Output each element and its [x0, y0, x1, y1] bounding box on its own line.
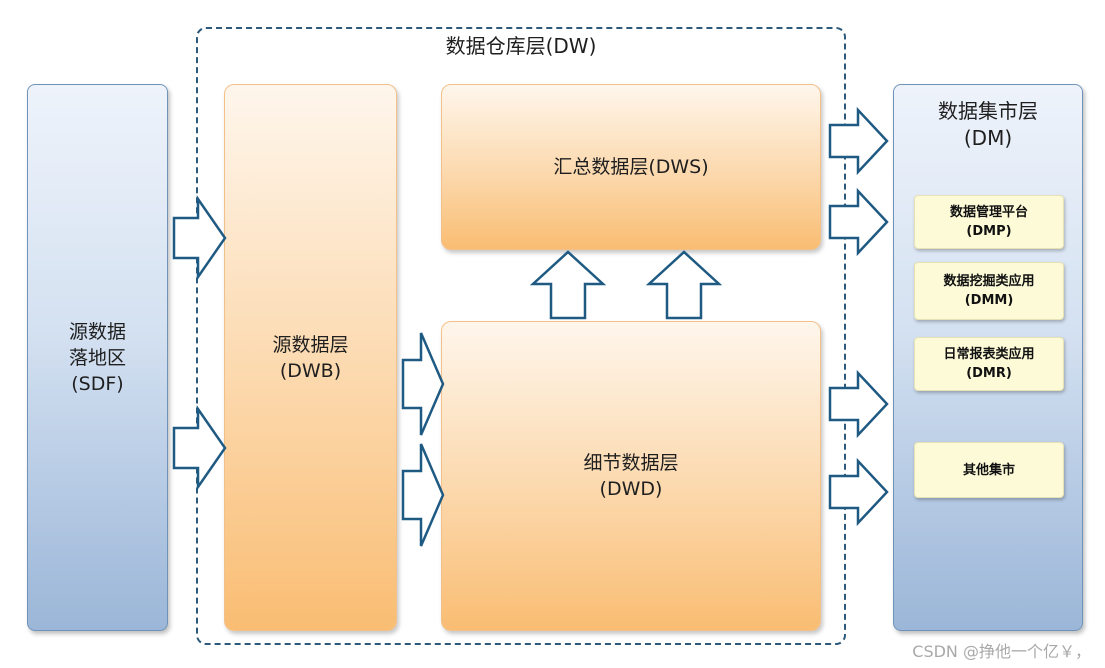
- dws-label: 汇总数据层(DWS): [553, 156, 709, 178]
- dws-panel: 汇总数据层(DWS): [441, 84, 821, 250]
- arrow-right-icon: [828, 369, 889, 439]
- dm-item-dmp: 数据管理平台 (DMP): [914, 195, 1064, 249]
- watermark: CSDN @挣他一个亿￥，: [912, 642, 1091, 661]
- arrow-right-icon: [828, 187, 889, 257]
- dm-item-name: 数据管理平台: [949, 205, 1028, 220]
- dm-item-name: 其他集市: [962, 462, 1015, 478]
- dm-item-name: 数据挖掘类应用: [943, 274, 1035, 289]
- sdf-panel: 源数据 落地区 (SDF): [27, 84, 168, 631]
- dm-title: 数据集市层 (DM): [938, 99, 1038, 150]
- dm-item-dmr: 日常报表类应用 (DMR): [914, 337, 1064, 391]
- dwb-panel: 源数据层 (DWB): [224, 84, 397, 631]
- arrow-right-icon: [401, 332, 445, 436]
- arrow-up-icon: [645, 250, 723, 320]
- dw-title: 数据仓库层(DW): [445, 34, 597, 58]
- dw-frame: [196, 27, 846, 645]
- dm-item-code: (DMP): [966, 224, 1012, 239]
- dm-item-name: 日常报表类应用: [943, 347, 1035, 362]
- sdf-label: 源数据 落地区 (SDF): [68, 320, 126, 395]
- dm-item-dmm: 数据挖掘类应用 (DMM): [914, 262, 1064, 320]
- dwb-label: 源数据层 (DWB): [272, 333, 349, 382]
- dwd-panel: 细节数据层 (DWD): [441, 321, 821, 631]
- arrow-right-icon: [172, 404, 227, 492]
- dm-item-code: (DMR): [966, 366, 1012, 381]
- dwd-label: 细节数据层 (DWD): [583, 452, 679, 500]
- arrow-right-icon: [172, 194, 227, 282]
- arrow-right-icon: [828, 106, 889, 176]
- arrow-right-icon: [828, 457, 889, 527]
- arrow-right-icon: [401, 443, 445, 547]
- dm-item-other: 其他集市: [914, 442, 1064, 498]
- arrow-up-icon: [529, 250, 607, 320]
- dm-item-code: (DMM): [964, 293, 1014, 308]
